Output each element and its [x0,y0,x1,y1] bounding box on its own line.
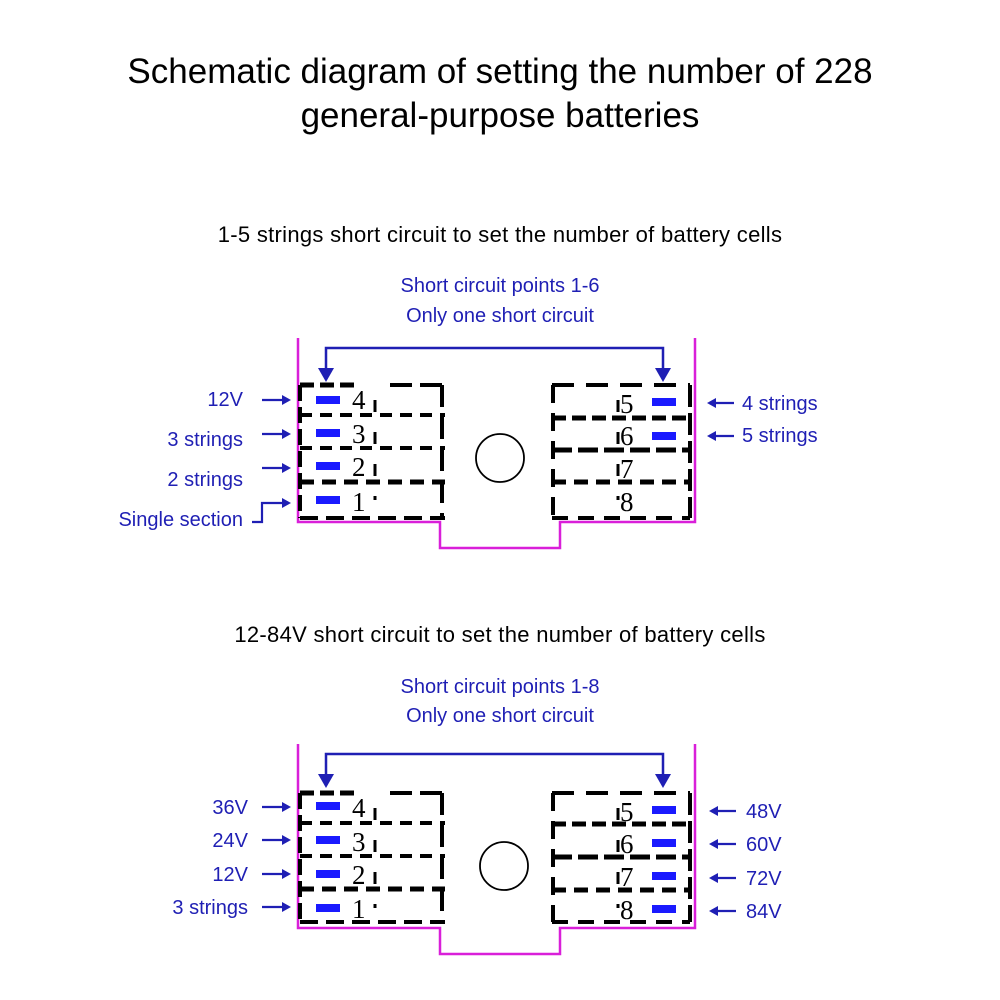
jumper-arrowhead-left [318,368,334,382]
pin-number-7: 7 [620,454,634,484]
left-label-single-section: Single section [118,509,243,531]
pin-number-6: 6 [620,829,634,859]
section2-heading: 12-84V short circuit to set the number o… [234,622,766,647]
pad-7 [652,872,676,880]
left-label-24v: 24V [212,830,248,852]
right-label-48v: 48V [746,801,782,823]
pin-number-7: 7 [620,862,634,892]
right-arrows [707,398,734,441]
left-pin-block [298,382,445,520]
right-arrows [709,806,736,916]
pad-5 [652,398,676,406]
title-line-2: general-purpose batteries [300,96,700,135]
pin-number-2: 2 [352,452,366,482]
left-label-36v: 36V [212,797,248,819]
pad-2 [316,462,340,470]
pad-6 [652,839,676,847]
pin-number-2: 2 [352,860,366,890]
board-outline [296,744,697,956]
left-label-3-strings: 3 strings [167,429,243,451]
section1-heading: 1-5 strings short circuit to set the num… [217,222,783,247]
pin-number-1: 1 [352,487,366,517]
pad-3 [316,836,340,844]
jumper-connector [324,346,665,368]
jumper-arrowhead-right [655,774,671,788]
pad-8 [652,905,676,913]
jumper-connector [324,752,665,774]
right-pin-block [551,791,692,924]
left-label-12v: 12V [212,864,248,886]
pad-1 [316,496,340,504]
mounting-hole [475,433,525,483]
jumper-arrowhead-left [318,774,334,788]
jumper-arrowhead-right [655,368,671,382]
page-title: Schematic diagram of setting the number … [0,50,1000,138]
pin-number-6: 6 [620,421,634,451]
pin-number-5: 5 [620,797,634,827]
pin-number-4: 4 [352,793,366,823]
section2-note-line-2: Only one short circuit [406,705,594,727]
pin-number-5: 5 [620,389,634,419]
board-outline [296,338,697,550]
pad-4 [316,802,340,810]
pad-4 [316,396,340,404]
right-label-72v: 72V [746,868,782,890]
section1-note-line-2: Only one short circuit [406,305,594,327]
title-line-1: Schematic diagram of setting the number … [127,52,873,91]
right-label-84v: 84V [746,901,782,923]
section2-note-line-1: Short circuit points 1-8 [401,676,600,698]
section2-diagram: Short circuit points 1-8 Only one short … [172,676,782,956]
pad-6 [652,432,676,440]
pad-1 [316,904,340,912]
left-label-3-strings: 3 strings [172,897,248,919]
left-arrows [252,395,291,524]
section1-note-line-1: Short circuit points 1-6 [401,275,600,297]
mounting-hole [479,841,529,891]
pin-number-3: 3 [352,419,366,449]
pin-number-8: 8 [620,487,634,517]
left-label-12v: 12V [207,389,243,411]
left-label-2-strings: 2 strings [167,469,243,491]
pad-3 [316,429,340,437]
pin-number-1: 1 [352,894,366,924]
section1-diagram: Short circuit points 1-6 Only one short … [118,275,818,550]
pad-2 [316,870,340,878]
right-label-4-strings: 4 strings [742,393,818,415]
pin-number-3: 3 [352,827,366,857]
left-pin-block [298,790,445,924]
right-label-60v: 60V [746,834,782,856]
pad-5 [652,806,676,814]
left-arrows [262,802,291,912]
right-label-5-strings: 5 strings [742,425,818,447]
right-pin-block [551,383,692,520]
pin-number-8: 8 [620,895,634,925]
pin-number-4: 4 [352,385,366,415]
